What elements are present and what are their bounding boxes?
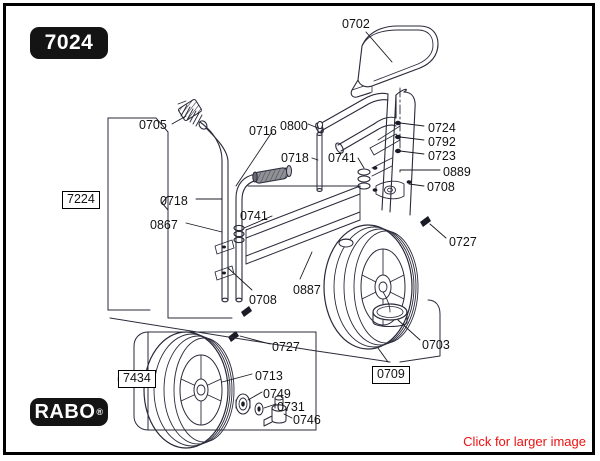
callout-0708: 0708: [427, 180, 455, 194]
callout-0705: 0705: [139, 118, 167, 132]
callout-0718: 0718: [160, 194, 188, 208]
callout-0727: 0727: [272, 340, 300, 354]
part-0731-washer: [254, 402, 264, 416]
part-0716-handlebar-grip: [235, 165, 292, 303]
callout-0746: 0746: [293, 413, 321, 427]
callout-0741: 0741: [240, 209, 268, 223]
callout-0713: 0713: [255, 369, 283, 383]
part-frame-upper-yoke: [315, 88, 416, 216]
callout-0716: 0716: [249, 124, 277, 138]
brand-logo: RABO®: [30, 398, 108, 426]
part-0709-right-wheel: [323, 224, 419, 350]
part-0718-0867-left-tube: [198, 120, 235, 303]
bracket-7224-outline: [107, 117, 233, 319]
callout-0800: 0800: [280, 119, 308, 133]
callout-0727: 0727: [449, 235, 477, 249]
diagram-outer-border: [3, 3, 595, 455]
registered-mark: ®: [96, 407, 104, 417]
part-0702-handle-cover: [350, 25, 439, 98]
brand-logo-text: RABO: [34, 400, 96, 423]
callout-0749: 0749: [263, 387, 291, 401]
part-0727-clips: [228, 216, 431, 342]
larger-image-hint[interactable]: Click for larger image: [463, 434, 586, 449]
assembly-code-badge: 7024: [30, 27, 108, 59]
leader-lines: [117, 31, 447, 419]
callout-0702: 0702: [342, 17, 370, 31]
callout-7224-boxed: 7224: [62, 191, 100, 209]
part-7434-left-wheel: [143, 331, 235, 449]
assembly-code-text: 7024: [44, 31, 94, 54]
part-0887-cross-tubes: [245, 185, 361, 265]
part-0746-fitting: [263, 395, 287, 427]
part-0800-bushing: [316, 120, 324, 133]
callout-0708: 0708: [249, 293, 277, 307]
fasteners-right-frame: [372, 120, 412, 192]
callout-0703: 0703: [422, 338, 450, 352]
part-0749-bearing: [235, 393, 251, 415]
callout-0792: 0792: [428, 135, 456, 149]
callout-0709-boxed: 0709: [372, 366, 410, 384]
part-0718-upper-rod: [316, 132, 323, 192]
callout-0889: 0889: [443, 165, 471, 179]
callout-0723: 0723: [428, 149, 456, 163]
callout-0718: 0718: [281, 151, 309, 165]
callout-0887: 0887: [293, 283, 321, 297]
callout-0731: 0731: [277, 400, 305, 414]
callout-0867: 0867: [150, 218, 178, 232]
callout-7434-boxed: 7434: [118, 370, 156, 388]
callout-0741: 0741: [328, 151, 356, 165]
callout-0724: 0724: [428, 121, 456, 135]
bracket-0709-outline: [109, 299, 441, 363]
part-0705-spring-grip: [177, 99, 203, 127]
